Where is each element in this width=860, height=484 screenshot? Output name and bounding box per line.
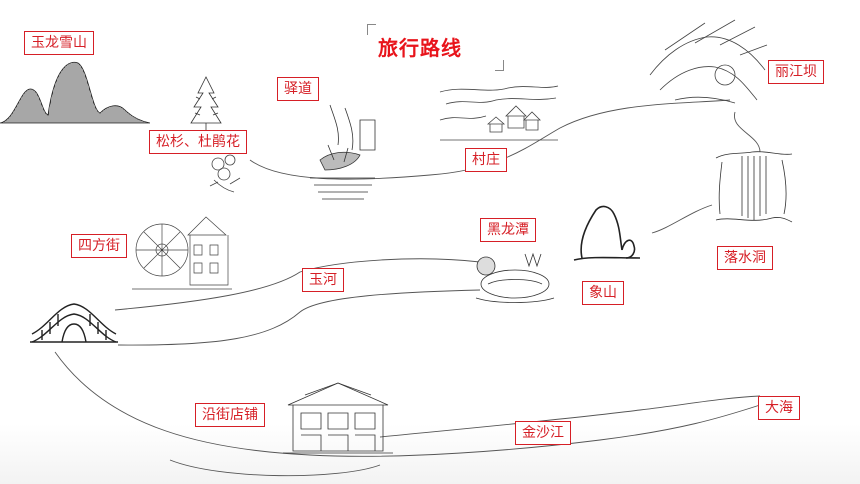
route-line-xiang-luoshui — [651, 204, 713, 234]
pond-icon — [475, 252, 555, 303]
label-street-shops: 沿街店铺 — [195, 403, 265, 427]
route-line-shops — [379, 395, 761, 438]
label-black-dragon-pool: 黑龙潭 — [480, 218, 536, 242]
route-line-lijiang-waterfall — [734, 111, 761, 153]
waterwheel-street-icon — [132, 216, 232, 290]
label-village: 村庄 — [465, 148, 507, 172]
arch-bridge-icon — [30, 303, 118, 343]
route-line-bridge-sea — [54, 351, 761, 457]
title-bracket-left — [367, 24, 376, 35]
label-elephant-hill: 象山 — [582, 281, 624, 305]
shops-icon — [283, 382, 393, 454]
route-line-tail — [169, 459, 381, 477]
waterfall-icon — [715, 151, 793, 223]
route-line-yuhe-upper — [114, 258, 481, 311]
label-sea: 大海 — [758, 396, 800, 420]
snow-mountain-icon — [0, 61, 150, 124]
label-jinsha-river: 金沙江 — [515, 421, 571, 445]
azalea-flower-icon — [209, 154, 241, 193]
post-road-icon — [310, 104, 376, 200]
elephant-hill-icon — [573, 205, 641, 261]
background-band — [0, 424, 860, 484]
title-bracket-right — [495, 60, 504, 71]
label-jade-river: 玉河 — [302, 268, 344, 292]
label-luoshui-cave: 落水洞 — [717, 246, 773, 270]
label-sifang-street: 四方街 — [71, 234, 127, 258]
village-icon — [439, 85, 559, 141]
label-post-road: 驿道 — [277, 77, 319, 101]
sun-valley-icon — [649, 19, 768, 104]
label-lijiang-basin: 丽江坝 — [768, 60, 824, 84]
label-pine-azalea: 松杉、杜鹃花 — [149, 130, 247, 154]
route-line-yuhe-lower — [117, 289, 481, 346]
slide-title: 旅行路线 — [378, 36, 462, 60]
label-yulong-snow-mountain: 玉龙雪山 — [24, 31, 94, 55]
